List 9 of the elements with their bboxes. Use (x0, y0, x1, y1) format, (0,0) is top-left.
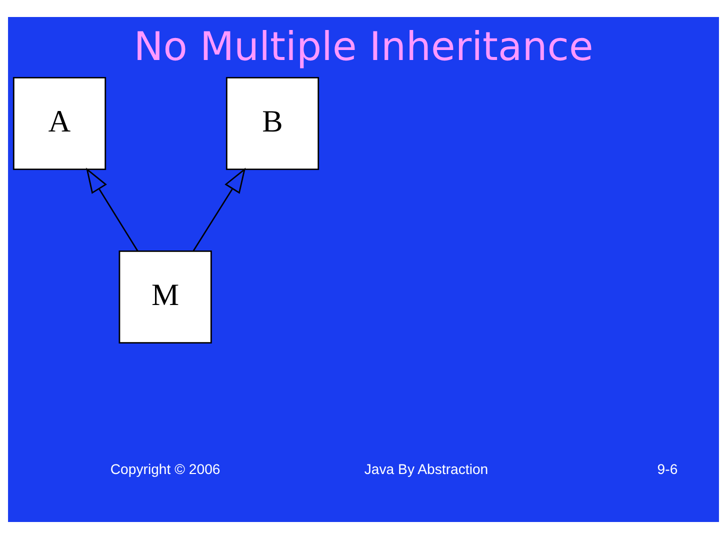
node-box: M (118, 250, 212, 344)
diagram-title: No Multiple Inheritance (134, 24, 594, 70)
label: Copyright © 2006 (110, 461, 220, 478)
label: Java By Abstraction (364, 461, 488, 478)
node-box: B (226, 76, 320, 170)
node-box: A (12, 76, 106, 170)
label: 9-6 (657, 461, 678, 478)
arrow (192, 168, 246, 252)
arrow (86, 168, 138, 252)
